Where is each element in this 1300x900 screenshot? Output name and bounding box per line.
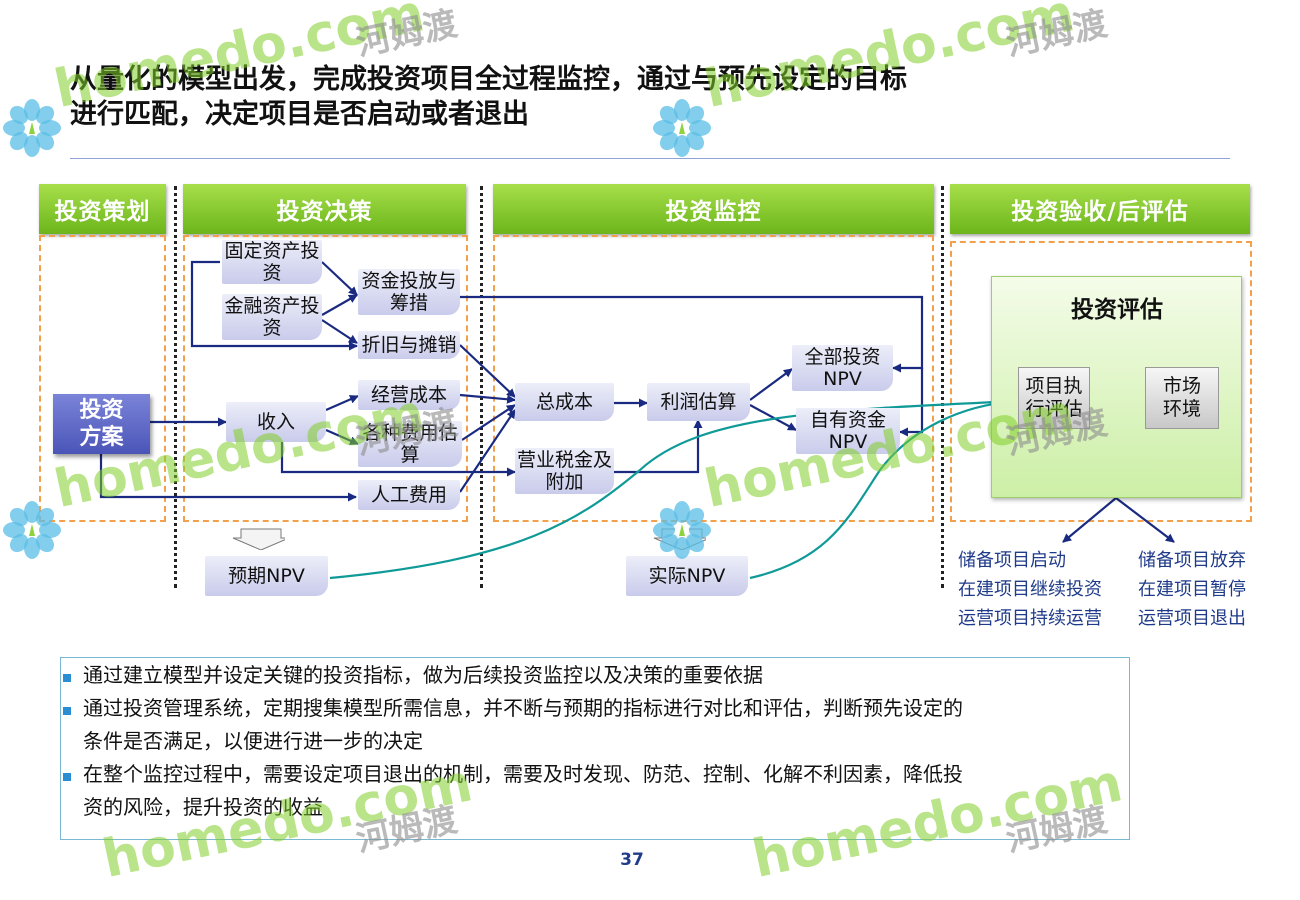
watermark-flower-icon (3, 99, 61, 157)
outcome-right-1: 储备项目放弃 (1138, 550, 1246, 571)
edge-financial-depr (321, 319, 358, 344)
bullet-3: 在整个监控过程中，需要设定项目退出的机制，需要及时发现、防范、控制、化解不利因素… (63, 758, 963, 791)
node-investment-plan: 投资方案 (53, 394, 150, 454)
node-expenses: 各种费用估算 (358, 421, 462, 467)
edge-tax-profit (614, 419, 703, 474)
node-actual-npv: 实际NPV (626, 556, 748, 596)
title-line-2: 进行匹配，决定项目是否启动或者退出 (70, 99, 529, 130)
node-labor-cost: 人工费用 (358, 480, 460, 510)
phase-decision: 投资决策 (183, 184, 466, 234)
eval-execution-label: 项目执行评估 (1025, 375, 1083, 420)
bullet-1-text: 通过建立模型并设定关键的投资指标，做为后续投资监控以及决策的重要依据 (83, 663, 763, 687)
bullet-3-text: 在整个监控过程中，需要设定项目退出的机制，需要及时发现、防范、控制、化解不利因素… (83, 762, 963, 786)
page-number: 37 (620, 850, 644, 870)
phase-planning: 投资策划 (39, 184, 166, 234)
expected-npv-down-arrow (232, 528, 285, 550)
edge-profit-totalnpv (749, 368, 793, 401)
bullet-2-cont-text: 条件是否满足，以便进行进一步的决定 (83, 729, 423, 753)
edge-rev-opcost (325, 394, 359, 412)
edge-profit-equitynpv (749, 404, 797, 431)
edge-opcost-total (459, 393, 516, 404)
eval-exit-arrow (1115, 497, 1175, 543)
bullet-marker (63, 773, 71, 781)
node-equity-npv: 自有资金NPV (796, 408, 900, 454)
bullet-2: 通过投资管理系统，定期搜集模型所需信息，并不断与预期的指标进行对比和评估，判断预… (63, 692, 963, 725)
node-financial-asset: 金融资产投资 (222, 294, 322, 340)
node-depreciation: 折旧与摊销 (358, 331, 460, 359)
node-revenue: 收入 (226, 402, 326, 442)
edge-fixed-funding (321, 261, 358, 296)
outcome-right-2: 在建项目暂停 (1138, 579, 1246, 600)
node-expected-npv: 预期NPV (205, 556, 328, 596)
outcome-left-2: 在建项目继续投资 (958, 579, 1102, 600)
eval-execution-box: 项目执行评估 (1018, 367, 1090, 429)
outcomes-exit: 储备项目放弃 在建项目暂停 运营项目退出 (1138, 546, 1246, 633)
bullet-3-cont: 资的风险，提升投资的收益 (83, 791, 323, 824)
bullet-2-text: 通过投资管理系统，定期搜集模型所需信息，并不断与预期的指标进行对比和评估，判断预… (83, 696, 963, 720)
bullet-2-cont: 条件是否满足，以便进行进一步的决定 (83, 725, 423, 758)
node-fixed-asset: 固定资产投资 (222, 240, 322, 284)
edge-plan-labor (99, 454, 357, 502)
node-operating-cost: 经营成本 (358, 380, 460, 410)
separator-1 (174, 186, 177, 588)
node-investment-plan-label: 投资方案 (79, 398, 124, 450)
edge-funding-npv (460, 295, 924, 373)
page-title: 从量化的模型出发，完成投资项目全过程监控，通过与预先设定的目标 进行匹配，决定项… (70, 62, 1070, 132)
acceptance-container (950, 241, 1252, 522)
outcome-left-3: 运营项目持续运营 (958, 608, 1102, 629)
eval-market-box: 市场环境 (1145, 367, 1219, 429)
eval-start-arrow (1062, 497, 1117, 543)
watermark-flower-icon (3, 501, 61, 559)
outcomes-continue: 储备项目启动 在建项目继续投资 运营项目持续运营 (958, 546, 1102, 633)
watermark-flower-icon (653, 501, 711, 559)
bullet-3-cont-text: 资的风险，提升投资的收益 (83, 795, 323, 819)
outcome-right-3: 运营项目退出 (1138, 608, 1246, 629)
separator-2 (480, 186, 483, 588)
edge-fixed-depr (190, 260, 358, 351)
node-tax: 营业税金及附加 (515, 448, 614, 494)
bullet-1: 通过建立模型并设定关键的投资指标，做为后续投资监控以及决策的重要依据 (63, 659, 763, 692)
summary-box: 通过建立模型并设定关键的投资指标，做为后续投资监控以及决策的重要依据 通过投资管… (60, 657, 1130, 840)
title-divider (70, 158, 1230, 159)
outcome-left-1: 储备项目启动 (958, 550, 1066, 571)
decision-container (183, 235, 468, 522)
watermark-flower-icon (653, 99, 711, 157)
bullet-marker (63, 674, 71, 682)
node-total-cost: 总成本 (515, 383, 614, 421)
node-total-npv: 全部投资NPV (792, 345, 893, 391)
curve-actual-npv (749, 399, 1019, 580)
node-funding: 资金投放与筹措 (358, 269, 460, 315)
planning-container (39, 235, 166, 522)
edge-rev-tax (280, 442, 516, 477)
title-line-1: 从量化的模型出发，完成投资项目全过程监控，通过与预先设定的目标 (70, 64, 907, 95)
edge-financial-funding (321, 294, 358, 316)
separator-3 (941, 186, 944, 588)
phase-acceptance: 投资验收/后评估 (950, 184, 1250, 234)
edge-labor-total (459, 409, 516, 493)
phase-monitoring: 投资监控 (493, 184, 934, 234)
edge-expense-total (461, 404, 516, 441)
edge-rev-expense (325, 428, 359, 446)
edge-depr-total (459, 344, 516, 398)
evaluation-title: 投资评估 (1071, 297, 1163, 323)
bullet-marker (63, 707, 71, 715)
eval-market-label: 市场环境 (1162, 375, 1201, 420)
node-profit-estimate: 利润估算 (647, 383, 750, 421)
